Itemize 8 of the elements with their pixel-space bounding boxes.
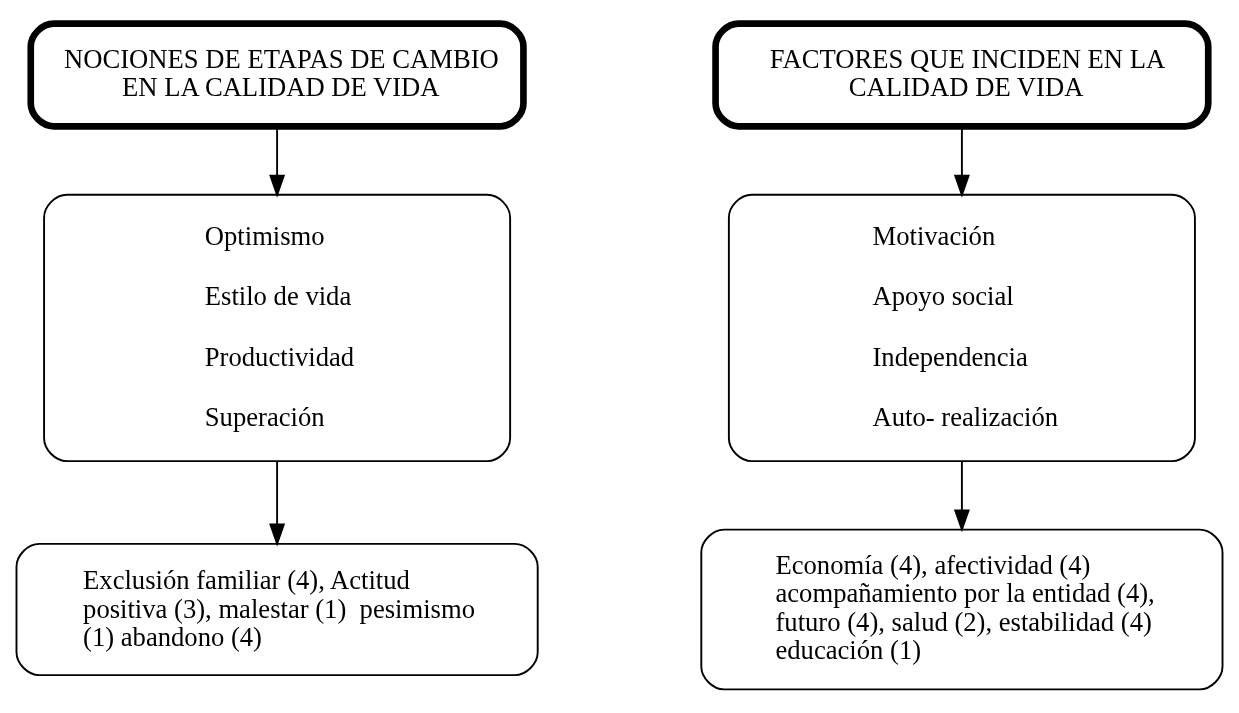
arrow bbox=[953, 460, 970, 533]
node-box: Economía (4), afectividad (4) acompañamiento por la entidad (4), futuro (4), salud (2), estabilidad (4) educación (1) bbox=[700, 528, 1224, 691]
arrow bbox=[269, 460, 286, 547]
node-box: NOCIONES DE ETAPAS DE CAMBIO EN LA CALIDAD DE VIDA bbox=[27, 20, 527, 130]
node-box: Exclusión familiar (4), Actitud positiva (3), malestar (1) pesimismo (1) abandono (4) bbox=[15, 542, 539, 677]
node-box: FACTORES QUE INCIDEN EN LA CALIDAD DE VIDA bbox=[712, 20, 1212, 130]
node-box: Optimismo Estilo de vida Productividad Superación bbox=[43, 193, 512, 463]
node-box: Motivación Apoyo social Independencia Auto- realización bbox=[727, 193, 1196, 463]
